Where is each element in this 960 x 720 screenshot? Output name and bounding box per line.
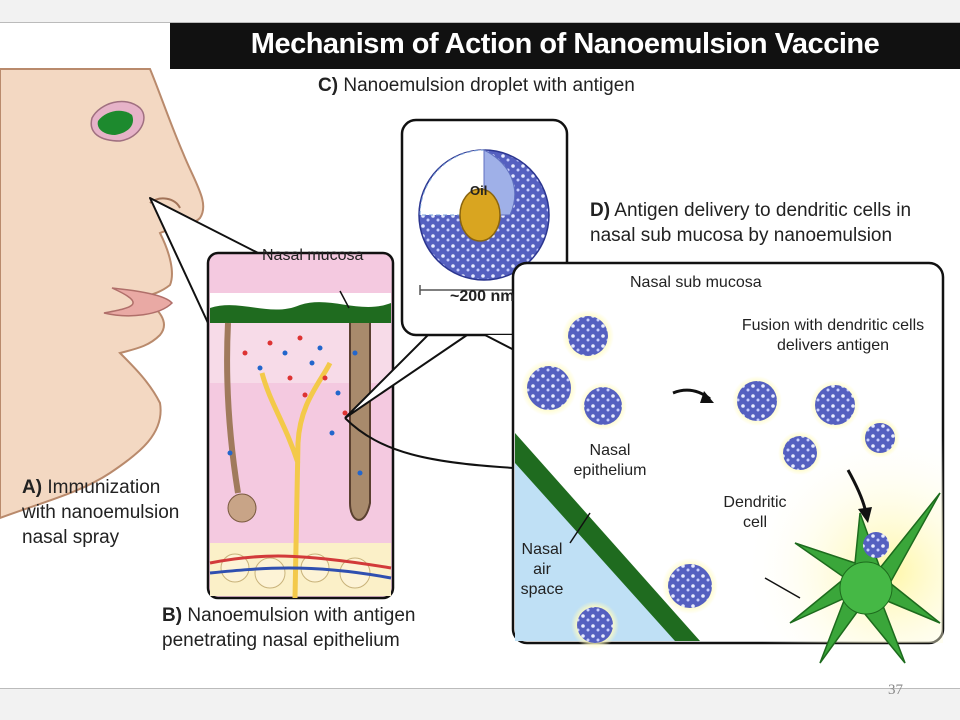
label-d-line2: nasal sub mucosa by nanoemulsion	[590, 225, 893, 246]
label-air-line2: air	[533, 561, 551, 578]
label-air-line3: space	[520, 581, 564, 598]
label-nasal-epithelium: Nasal epithelium	[560, 441, 660, 481]
label-fusion-line1: Fusion with dendritic cells	[741, 317, 925, 334]
label-epithelium-line2: epithelium	[573, 462, 647, 479]
label-a-letter: A)	[22, 477, 43, 498]
label-nasal-air-space: Nasal air space	[512, 540, 572, 600]
label-air-line1: Nasal	[521, 541, 563, 558]
label-d-letter: D)	[590, 200, 611, 221]
connector-line	[344, 417, 516, 469]
label-fusion-line2: delivers antigen	[776, 337, 890, 354]
label-fusion: Fusion with dendritic cells delivers ant…	[718, 316, 948, 356]
panel-d	[339, 261, 945, 664]
label-b-line1: Nanoemulsion with antigen	[187, 605, 416, 626]
label-d: D) Antigen delivery to dendritic cells i…	[590, 198, 911, 248]
label-scale: ~200 nm	[450, 288, 515, 305]
tissue-section	[206, 251, 395, 600]
label-epithelium-line1: Nasal	[589, 442, 631, 459]
label-b: B) Nanoemulsion with antigen penetrating…	[162, 603, 415, 653]
label-a-line2: with nanoemulsion	[22, 502, 180, 523]
label-nasal-sub-mucosa: Nasal sub mucosa	[630, 274, 762, 291]
label-nasal-mucosa: Nasal mucosa	[262, 247, 364, 264]
label-a-line3: nasal spray	[22, 527, 120, 548]
label-dendritic-cell: Dendritic cell	[705, 493, 805, 533]
lips	[103, 287, 174, 317]
label-a-line1: Immunization	[47, 477, 161, 498]
title-bar: Mechanism of Action of Nanoemulsion Vacc…	[170, 23, 960, 69]
label-oil: Oil	[470, 183, 488, 198]
antigen-dots	[227, 335, 363, 476]
page-number: 37	[888, 682, 903, 698]
label-c-letter: C)	[318, 75, 339, 96]
illustration	[0, 68, 945, 664]
dendritic-cell	[789, 492, 941, 664]
label-c: C) Nanoemulsion droplet with antigen	[318, 73, 635, 98]
nasal-epithelium	[515, 433, 700, 641]
slide-frame: Mechanism of Action of Nanoemulsion Vacc…	[0, 22, 960, 689]
label-dendritic-line2: cell	[742, 514, 767, 531]
page-title: Mechanism of Action of Nanoemulsion Vacc…	[250, 28, 880, 60]
label-d-line1: Antigen delivery to dendritic cells in	[614, 200, 912, 221]
label-dendritic-line1: Dendritic	[723, 494, 787, 511]
label-b-line2: penetrating nasal epithelium	[162, 630, 400, 651]
label-a: A) Immunization with nanoemulsion nasal …	[22, 475, 179, 550]
label-b-letter: B)	[162, 605, 183, 626]
label-c-text: Nanoemulsion droplet with antigen	[343, 75, 635, 96]
